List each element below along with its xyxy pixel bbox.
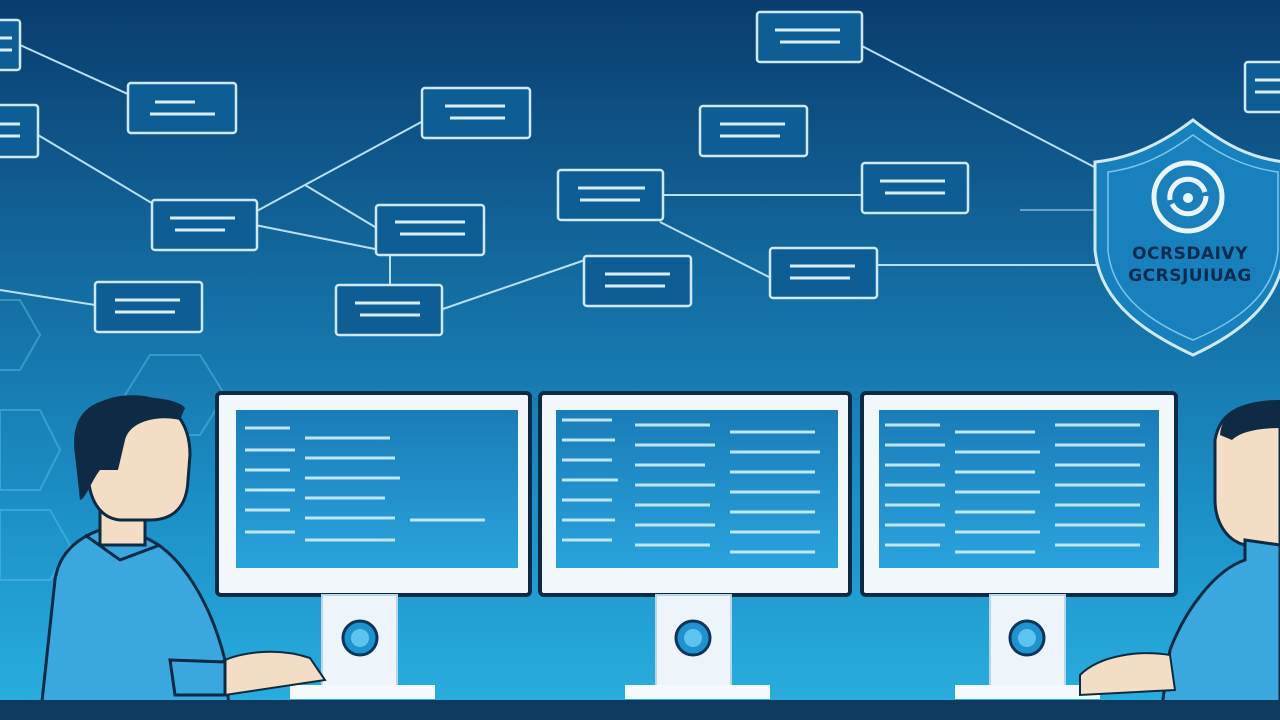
shield-label-line1: OCRSDAIVY [1132, 244, 1248, 264]
node-boxes [0, 10, 1280, 337]
security-shield [1093, 118, 1280, 357]
person-left [38, 395, 327, 720]
person-right [1079, 400, 1280, 720]
shield-label-line2: GCRSJUIUAG [1128, 266, 1252, 286]
connector-lines [0, 44, 1101, 311]
monitor-1 [215, 391, 532, 699]
shield-lock-icon [1151, 160, 1225, 234]
screen-code-lines [245, 418, 1145, 554]
desk-edge [0, 700, 1280, 720]
monitor-2 [538, 391, 852, 699]
node-text-bars [0, 28, 1280, 317]
